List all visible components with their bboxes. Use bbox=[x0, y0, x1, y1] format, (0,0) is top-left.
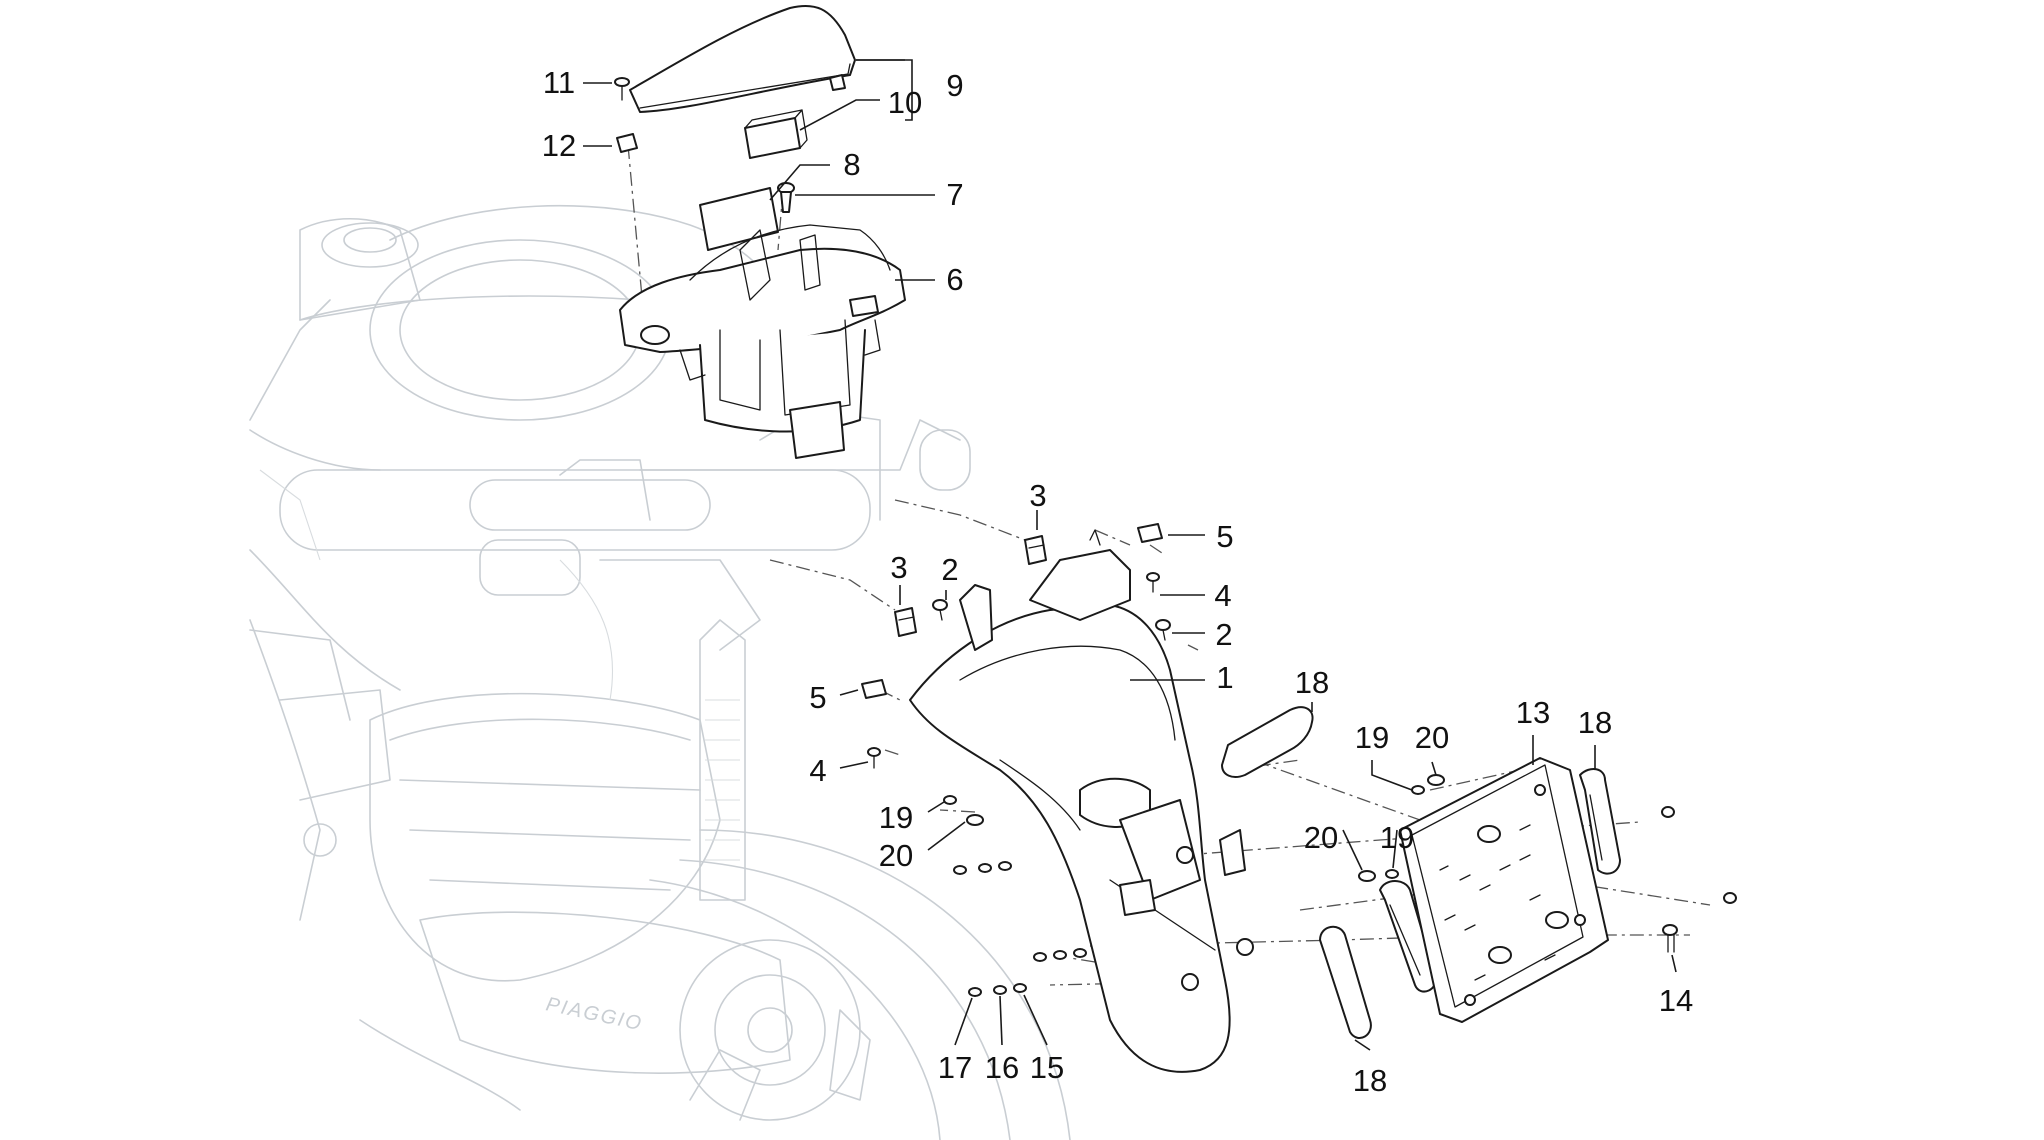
callout-c19a: 19 bbox=[1355, 720, 1389, 755]
callout-c18b: 18 bbox=[1578, 705, 1612, 740]
callout-c18a: 18 bbox=[1295, 665, 1329, 700]
clip-12 bbox=[616, 133, 638, 153]
bolt-14a bbox=[1661, 806, 1675, 818]
clip-nut-5a bbox=[1137, 523, 1163, 543]
leader-lines bbox=[583, 59, 1677, 1051]
washer-20a bbox=[1427, 774, 1445, 786]
bolt-14c bbox=[1662, 924, 1678, 953]
screw-4b bbox=[867, 747, 881, 769]
callout-c4a: 4 bbox=[1214, 578, 1231, 613]
callout-c9: 9 bbox=[946, 68, 963, 103]
callout-c10: 10 bbox=[888, 85, 922, 120]
fasteners-left-stack bbox=[953, 861, 1087, 997]
callout-c1: 1 bbox=[1216, 660, 1233, 695]
callout-c3b: 3 bbox=[890, 550, 907, 585]
rear-mudguard-1 bbox=[909, 529, 1254, 1073]
washer-15 bbox=[1013, 983, 1027, 993]
brand-mark: PIAGGIO bbox=[544, 993, 645, 1035]
callout-c3a: 3 bbox=[1029, 478, 1046, 513]
callout-c20c: 20 bbox=[1304, 820, 1338, 855]
washer-19a bbox=[1411, 785, 1425, 795]
callout-c6: 6 bbox=[946, 262, 963, 297]
callout-c11: 11 bbox=[543, 65, 575, 100]
clip-nut-5b bbox=[861, 679, 887, 699]
washer-16 bbox=[993, 985, 1007, 995]
reflector-18b bbox=[1579, 768, 1621, 875]
callout-c18c: 18 bbox=[1353, 1063, 1387, 1098]
clip-nut-3b bbox=[894, 607, 917, 637]
callout-c16: 16 bbox=[985, 1050, 1019, 1085]
plate-bracket-13 bbox=[1399, 757, 1609, 1023]
callout-c7: 7 bbox=[946, 177, 963, 212]
screw-4a bbox=[1146, 572, 1160, 593]
storage-tray-6 bbox=[619, 224, 906, 459]
callout-c12: 12 bbox=[542, 128, 576, 163]
callout-c2a: 2 bbox=[941, 552, 958, 587]
screw-11 bbox=[614, 77, 630, 101]
screw-2b bbox=[1155, 619, 1171, 641]
washer-19c bbox=[1385, 869, 1399, 879]
callout-c17: 17 bbox=[938, 1050, 972, 1085]
callout-c14: 14 bbox=[1659, 983, 1693, 1018]
callout-c5a: 5 bbox=[1216, 519, 1233, 554]
callout-c2b: 2 bbox=[1215, 617, 1232, 652]
callout-c5b: 5 bbox=[809, 680, 826, 715]
washer-20b bbox=[966, 814, 984, 826]
callout-labels: 1223344556789101112131415161718181819191… bbox=[542, 65, 1693, 1098]
reflector-18a bbox=[1221, 706, 1314, 778]
callout-c13: 13 bbox=[1516, 695, 1550, 730]
washer-19b bbox=[943, 795, 957, 805]
callout-c20a: 20 bbox=[1415, 720, 1449, 755]
clip-nut-3a bbox=[1024, 535, 1047, 565]
callout-c4b: 4 bbox=[809, 753, 826, 788]
callout-c19c: 19 bbox=[1380, 820, 1414, 855]
label-plate-8 bbox=[699, 187, 779, 251]
bolt-14b bbox=[1723, 892, 1737, 904]
seat-pad bbox=[629, 4, 856, 159]
washer-20c bbox=[1358, 870, 1376, 882]
nut-17 bbox=[968, 987, 982, 997]
callout-c15: 15 bbox=[1030, 1050, 1064, 1085]
reflector-18c bbox=[1319, 925, 1372, 1039]
callout-c20b: 20 bbox=[879, 838, 913, 873]
screw-2a bbox=[932, 599, 948, 621]
callout-c19b: 19 bbox=[879, 800, 913, 835]
callout-c8: 8 bbox=[843, 147, 860, 182]
